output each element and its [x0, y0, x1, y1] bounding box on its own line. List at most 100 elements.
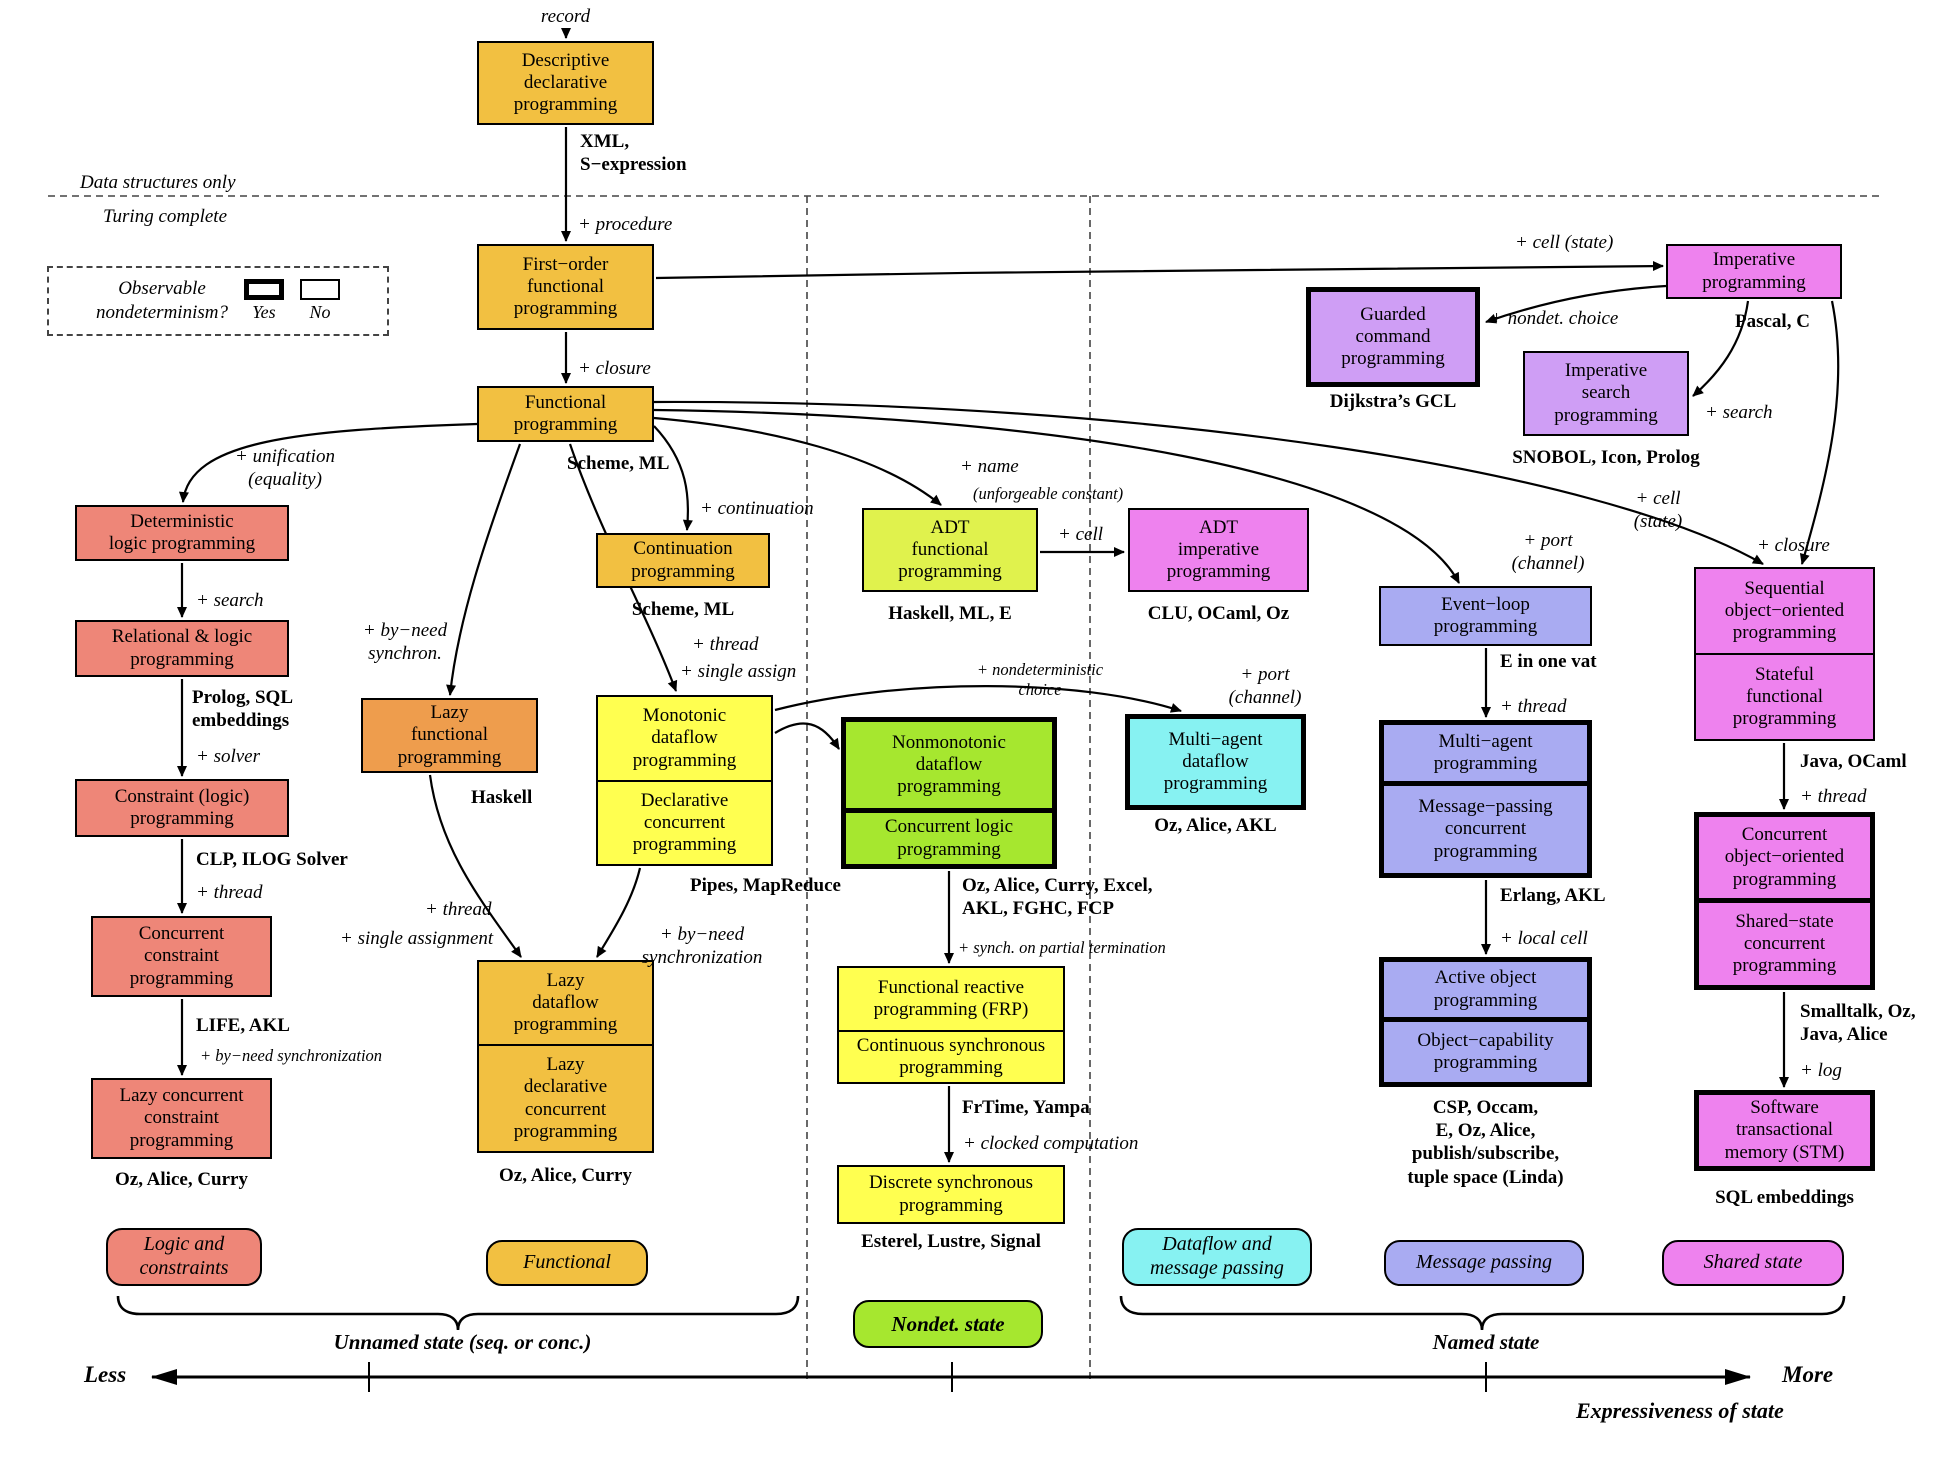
lang-snobol: SNOBOL, Icon, Prolog	[1512, 447, 1700, 468]
label-search-imperative: + search	[1705, 402, 1773, 423]
label-port-channel-ma-dataflow: + port (channel)	[1228, 664, 1302, 708]
arrow-lazy-functional-to-lazy-dataflow	[428, 774, 522, 958]
label-byneed-lazy-dataflow: + by−need synchronization	[641, 924, 763, 968]
lang-prolog-sql: Prolog, SQL embeddings	[192, 687, 293, 732]
lang-haskell: Haskell	[471, 787, 533, 808]
label-closure-oo: + closure	[1757, 535, 1830, 556]
box-declarative-concurrent: Declarative concurrent programming	[598, 780, 771, 864]
chip-shared-state: Shared state	[1662, 1240, 1844, 1286]
box-lazy-dataflow: Lazy dataflow programming	[513, 969, 618, 1036]
box-constraint-logic: Constraint (logic) programming	[75, 779, 289, 837]
arrow-first-order-to-imperative	[655, 261, 1664, 280]
lang-dijkstra-gcl: Dijkstra’s GCL	[1329, 391, 1457, 412]
box-concurrent-logic: Concurrent logic programming	[846, 808, 1052, 864]
lang-oz-alice-curry-functional: Oz, Alice, Curry	[499, 1165, 632, 1186]
label-thread-event-loop: + thread	[1500, 696, 1567, 717]
axis-title: Expressiveness of state	[1576, 1398, 1784, 1423]
lang-pipes-mapreduce: Pipes, MapReduce	[690, 875, 841, 896]
lang-clu-ocaml-oz: CLU, OCaml, Oz	[1147, 603, 1290, 624]
arrow-functional-to-adt-functional	[653, 416, 942, 506]
box-guarded-command: Guarded command programming	[1306, 287, 1480, 387]
label-clocked-computation: + clocked computation	[963, 1133, 1139, 1154]
label-search-logic: + search	[196, 590, 264, 611]
legend-question: Observable nondeterminism?	[96, 278, 228, 323]
lang-e-one-vat: E in one vat	[1500, 651, 1597, 672]
lang-csp-occam: CSP, Occam, E, Oz, Alice, publish/subscr…	[1407, 1097, 1564, 1188]
box-discrete-synchronous: Discrete synchronous programming	[837, 1165, 1065, 1224]
lang-pascal-c: Pascal, C	[1735, 311, 1810, 332]
label-log: + log	[1800, 1060, 1842, 1081]
label-procedure: + procedure	[578, 214, 673, 235]
dashed-dividers	[48, 195, 1884, 1382]
box-shared-state-concurrent: Shared−state concurrent programming	[1699, 898, 1870, 985]
label-synch-partial-termination: + synch. on partial termination	[958, 938, 1166, 957]
label-continuation: + continuation	[700, 498, 814, 519]
box-descriptive-declarative: Descriptive declarative programming	[477, 41, 654, 125]
lang-frtime-yampa: FrTime, Yampa	[962, 1097, 1090, 1118]
expressiveness-axis	[151, 1362, 1751, 1392]
brace-named-state	[1119, 1295, 1846, 1331]
box-concurrent-oo: Concurrent object−oriented programming	[1724, 824, 1845, 890]
arrow-imperative-to-guarded	[1485, 284, 1667, 324]
label-byneed-logic: + by−need synchronization	[200, 1046, 383, 1065]
chip-message-passing: Message passing	[1384, 1240, 1584, 1286]
lang-clp: CLP, ILOG Solver	[196, 849, 348, 870]
box-seq-oo-stack: Sequential object−oriented programming S…	[1694, 567, 1875, 741]
label-solver: + solver	[196, 746, 261, 767]
group-label-unnamed-state: Unnamed state (seq. or conc.)	[333, 1330, 592, 1354]
arrow-imperative-to-seq-oo	[1799, 300, 1840, 565]
label-single-assignment: + single assignment	[340, 928, 494, 949]
box-lazy-dataflow-stack: Lazy dataflow programming Lazy declarati…	[477, 960, 654, 1153]
box-concurrent-constraint: Concurrent constraint programming	[91, 916, 272, 997]
lang-smalltalk: Smalltalk, Oz, Java, Alice	[1800, 1001, 1916, 1046]
label-thread-monotonic: + thread	[692, 634, 759, 655]
box-first-order-functional: First−order functional programming	[477, 244, 654, 330]
data-structures-only-label: Data structures only	[80, 172, 236, 193]
label-nondeterministic-choice: + nondeterministic choice	[976, 660, 1104, 699]
brace-unnamed-state	[116, 1295, 800, 1331]
lang-erlang-akl: Erlang, AKL	[1500, 885, 1606, 906]
lang-java-ocaml: Java, OCaml	[1800, 751, 1907, 772]
label-thread-oo: + thread	[1800, 786, 1867, 807]
lang-oz-alice-curry-logic: Oz, Alice, Curry	[115, 1169, 248, 1190]
box-object-capability: Object−capability programming	[1384, 1017, 1587, 1082]
record-label: record	[540, 6, 591, 27]
chip-dataflow-message: Dataflow and message passing	[1122, 1228, 1312, 1286]
arrow-imperative-to-imperative-search	[1692, 300, 1750, 397]
legend-no-label: No	[309, 302, 331, 322]
lang-scheme-ml-functional: Scheme, ML	[567, 453, 670, 474]
label-thread-lazy-dataflow: + thread	[425, 899, 492, 920]
braces	[116, 1295, 1846, 1331]
box-frp-stack: Functional reactive programming (FRP) Co…	[837, 966, 1065, 1084]
box-lazy-declarative-concurrent: Lazy declarative concurrent programming	[479, 1044, 652, 1151]
legend-no-sample: No	[299, 279, 340, 323]
box-stm: Software transactional memory (STM)	[1694, 1090, 1875, 1171]
label-closure-top: + closure	[578, 358, 651, 379]
nondeterminism-legend: Observable nondeterminism? Yes No	[47, 266, 389, 336]
label-thread-logic: + thread	[196, 882, 263, 903]
arrow-functional-to-seq-oo	[653, 400, 1764, 565]
lang-oz-alice-akl: Oz, Alice, AKL	[1154, 815, 1277, 836]
box-lazy-functional: Lazy functional programming	[361, 698, 538, 773]
label-nondet-choice: + nondet. choice	[1490, 308, 1619, 329]
label-unification: + unification (equality)	[235, 446, 335, 490]
axis-more-label: More	[1782, 1362, 1834, 1387]
legend-yes-sample: Yes	[243, 279, 284, 323]
box-lazy-concurrent-constraint: Lazy concurrent constraint programming	[91, 1078, 272, 1159]
box-continuation: Continuation programming	[596, 533, 770, 588]
lang-xml: XML, S−expression	[580, 131, 687, 176]
box-event-loop: Event−loop programming	[1379, 586, 1592, 646]
box-adt-functional: ADT functional programming	[862, 508, 1038, 592]
lang-haskell-ml-e: Haskell, ML, E	[888, 603, 1012, 624]
box-multi-agent-programming: Multi−agent programming	[1433, 730, 1538, 774]
label-port-channel-event-loop: + port (channel)	[1511, 530, 1585, 574]
box-deterministic-logic: Deterministic logic programming	[75, 505, 289, 561]
box-functional: Functional programming	[477, 386, 654, 442]
label-single-assign: + single assign	[680, 661, 797, 682]
box-conc-oo-stack: Concurrent object−oriented programming S…	[1694, 812, 1875, 990]
chip-nondet-state: Nondet. state	[853, 1300, 1043, 1348]
lang-esterel: Esterel, Lustre, Signal	[861, 1231, 1041, 1252]
lang-scheme-ml-continuation: Scheme, ML	[631, 599, 735, 620]
box-multi-agent-dataflow: Multi−agent dataflow programming	[1125, 714, 1306, 810]
